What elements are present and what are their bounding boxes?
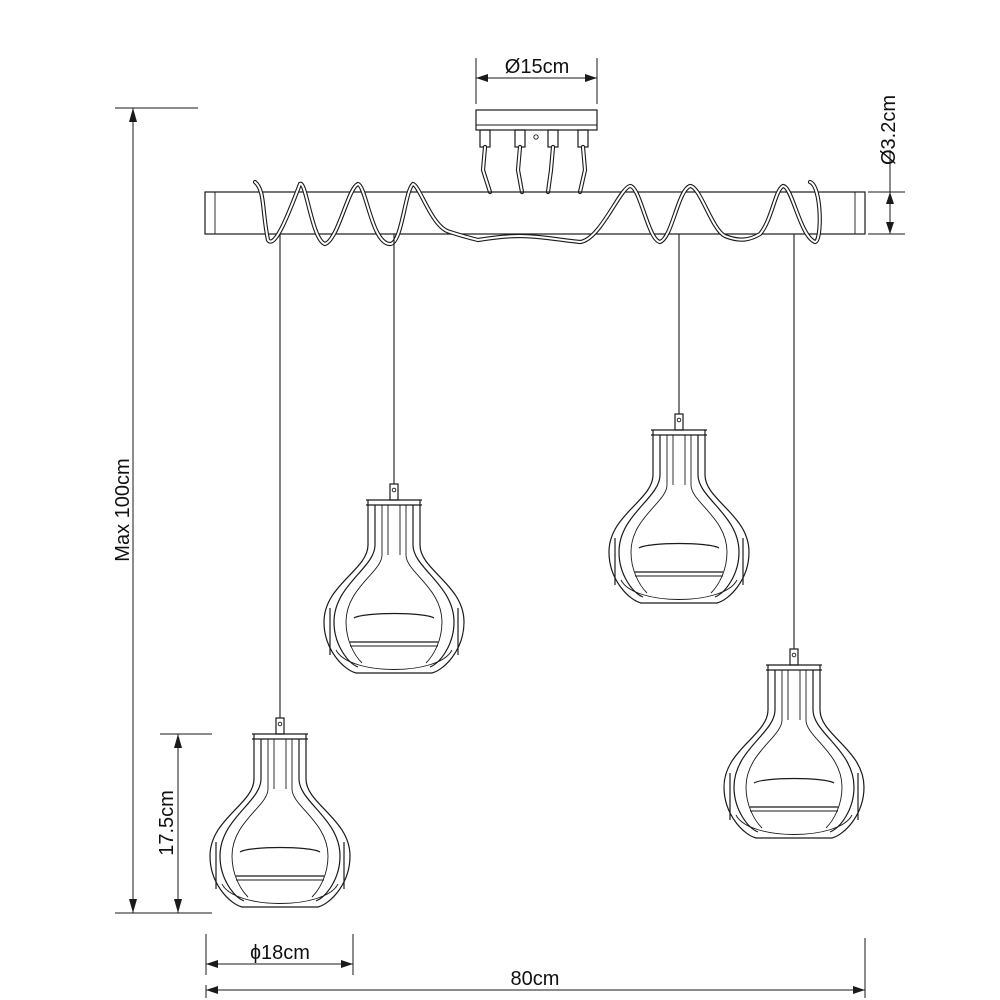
shade-height-dimension: 17.5cm: [156, 733, 212, 914]
bar-diameter-dimension: Ø3.2cm: [868, 95, 905, 235]
canopy-diameter-label: Ø15cm: [505, 56, 569, 78]
total-width-label: 80cm: [511, 968, 560, 990]
pendant-shade-1: [209, 717, 351, 908]
pendant-shade-4: [723, 648, 865, 839]
canopy-diameter-dimension: Ø15cm: [475, 56, 598, 104]
wrapped-cord: [252, 179, 822, 247]
pendant-shade-3: [608, 413, 750, 604]
total-width-dimension: 80cm: [205, 938, 866, 998]
max-height-dimension: Max 100cm: [112, 107, 198, 914]
bar-diameter-label: Ø3.2cm: [878, 95, 900, 165]
shade-diameter-label: ɸ18cm: [250, 942, 310, 964]
max-height-label: Max 100cm: [112, 458, 134, 561]
wooden-bar: [204, 179, 866, 247]
shade-height-label: 17.5cm: [156, 790, 178, 856]
ceiling-canopy: [475, 109, 598, 195]
pendant-shade-2: [323, 483, 465, 674]
shade-diameter-dimension: ɸ18cm: [205, 934, 354, 975]
